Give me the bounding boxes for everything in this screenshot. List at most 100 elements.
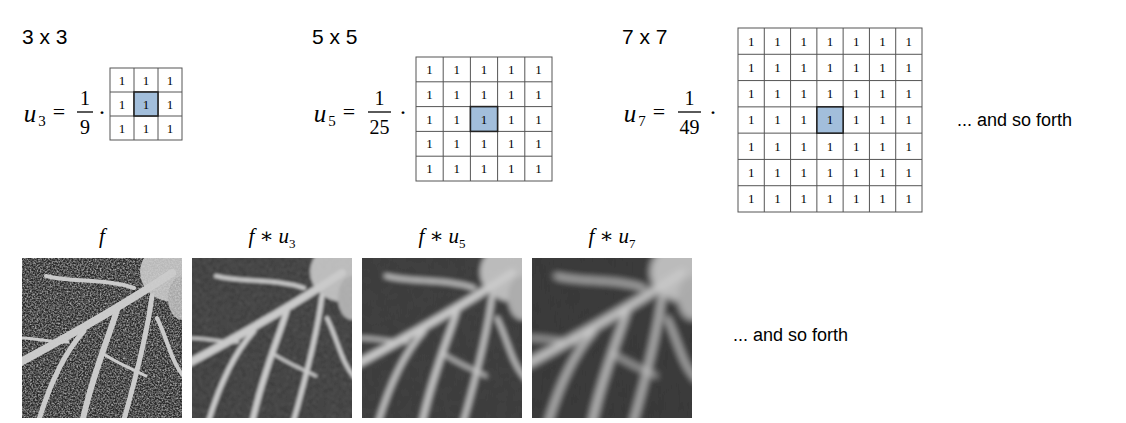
- kernel-cell: 1: [167, 74, 174, 87]
- center-cell: [134, 92, 843, 133]
- kernel-name: u: [619, 226, 630, 247]
- kernel-cell: 1: [748, 35, 755, 48]
- image-caption: f: [99, 226, 105, 247]
- kernel-cell: 1: [774, 113, 781, 126]
- kernel-name: u: [449, 226, 460, 247]
- image-caption: f∗ u7: [588, 226, 635, 247]
- kernel-cell: 1: [906, 87, 913, 100]
- fraction-denominator: 49: [680, 117, 700, 137]
- kernel-cell: 1: [508, 137, 515, 150]
- kernel-cell: 1: [167, 122, 174, 135]
- kernel-cell: 1: [879, 35, 886, 48]
- kernel-cell: 1: [774, 61, 781, 74]
- continuation-note: ... and so forth: [733, 326, 848, 344]
- convolution-operator: ∗: [429, 226, 443, 247]
- kernel-cell: 1: [853, 61, 860, 74]
- kernel-cell: 1: [535, 137, 542, 150]
- kernel-cell: 1: [454, 137, 461, 150]
- continuation-note: ... and so forth: [957, 111, 1072, 129]
- kernel-cell: 1: [535, 63, 542, 76]
- convolution-operator: ∗: [259, 226, 273, 247]
- kernel-subscript: 3: [289, 237, 296, 250]
- kernel-cell: 1: [454, 88, 461, 101]
- kernel-cell: 1: [800, 61, 807, 74]
- kernel-cell: 1: [508, 162, 515, 175]
- kernel-cell: 1: [426, 137, 433, 150]
- kernel-cell: 1: [481, 162, 488, 175]
- fraction-bar: [77, 111, 701, 112]
- kernel-cell: 1: [879, 61, 886, 74]
- kernel-grid: [110, 28, 922, 212]
- kernel-cell: 1: [508, 63, 515, 76]
- fraction-numerator: 1: [80, 88, 90, 108]
- kernel-cell: 1: [535, 113, 542, 126]
- kernel-cell: 1: [508, 88, 515, 101]
- image-blur-3: [172, 238, 378, 423]
- kernel-name: u: [24, 101, 37, 126]
- equals-sign: =: [653, 101, 665, 123]
- kernel-cell: 1: [906, 140, 913, 153]
- image-symbol: f: [99, 226, 105, 247]
- fraction-denominator: 25: [370, 117, 390, 137]
- kernel-cell: 1: [800, 140, 807, 153]
- kernel-cell: 1: [426, 63, 433, 76]
- image-symbol: f: [248, 226, 254, 247]
- kernel-size-title: 7 x 7: [622, 26, 668, 47]
- kernel-cell: 1: [827, 140, 834, 153]
- fraction-numerator: 1: [685, 88, 695, 108]
- image-blur-7: [512, 238, 718, 423]
- kernel-subscript: 7: [629, 237, 636, 250]
- kernel-subscript: 5: [459, 237, 466, 250]
- kernel-cell: 1: [481, 137, 488, 150]
- kernel-cell: 1: [827, 166, 834, 179]
- image-original: [2, 238, 208, 423]
- fraction-denominator: 9: [80, 117, 90, 137]
- kernel-cell: 1: [906, 61, 913, 74]
- kernel-cell: 1: [774, 87, 781, 100]
- kernel-cell: 1: [774, 35, 781, 48]
- kernel-cell: 1: [481, 113, 488, 126]
- kernel-cell: 1: [853, 140, 860, 153]
- kernel-cell: 1: [879, 140, 886, 153]
- kernel-cell: 1: [119, 74, 126, 87]
- image-caption: f∗u3: [248, 226, 295, 247]
- kernel-cell: 1: [748, 140, 755, 153]
- kernel-cell: 1: [748, 166, 755, 179]
- kernel-cell: 1: [454, 162, 461, 175]
- kernel-name: u: [624, 101, 637, 126]
- kernel-cell: 1: [143, 74, 150, 87]
- kernel-cell: 1: [906, 35, 913, 48]
- multiply-dot: ·: [709, 100, 717, 124]
- kernel-cell: 1: [853, 166, 860, 179]
- kernel-cell: 1: [800, 113, 807, 126]
- kernel-cell: 1: [454, 63, 461, 76]
- kernel-size-title: 3 x 3: [22, 26, 68, 47]
- kernel-cell: 1: [853, 35, 860, 48]
- kernel-cell: 1: [853, 87, 860, 100]
- kernel-cell: 1: [481, 63, 488, 76]
- equals-sign: =: [53, 101, 65, 123]
- kernel-cell: 1: [800, 166, 807, 179]
- kernel-cell: 1: [454, 113, 461, 126]
- kernel-cell: 1: [800, 192, 807, 205]
- kernel-subscript: 3: [38, 114, 46, 129]
- kernel-subscript: 5: [328, 114, 336, 129]
- kernel-size-title: 5 x 5: [312, 26, 358, 47]
- kernel-cell: 1: [827, 35, 834, 48]
- kernel-cell: 1: [827, 87, 834, 100]
- kernel-cell: 1: [426, 113, 433, 126]
- kernel-cell: 1: [827, 61, 834, 74]
- multiply-dot: ·: [98, 100, 106, 124]
- kernel-cell: 1: [800, 35, 807, 48]
- kernel-cell: 1: [774, 192, 781, 205]
- kernel-cell: 1: [119, 122, 126, 135]
- image-symbol: f: [588, 226, 594, 247]
- kernel-cell: 1: [879, 192, 886, 205]
- kernel-cell: 1: [879, 87, 886, 100]
- convolution-operator: ∗: [599, 226, 613, 247]
- kernel-cell: 1: [879, 113, 886, 126]
- kernel-subscript: 7: [638, 114, 646, 129]
- image-symbol: f: [418, 226, 424, 247]
- kernel-cell: 1: [827, 192, 834, 205]
